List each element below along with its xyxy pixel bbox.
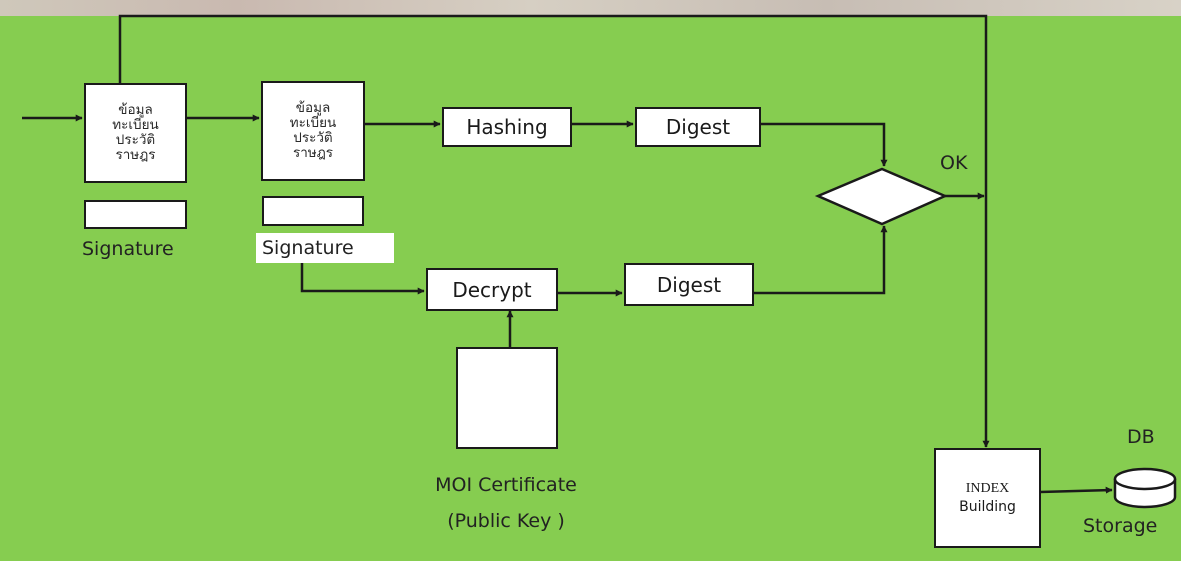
signature-label-1: Signature	[82, 238, 174, 260]
digest-box-bottom: Digest	[624, 263, 754, 306]
document-1-line-2: ทะเบียน	[112, 117, 159, 133]
ok-label: OK	[940, 152, 968, 174]
signature-box-2	[262, 196, 364, 226]
signature-label-2: Signature	[256, 233, 394, 263]
comparison-diamond	[814, 167, 949, 226]
moi-certificate-box	[456, 347, 558, 449]
hashing-box: Hashing	[442, 107, 572, 147]
moi-certificate-label: MOI Certificate	[435, 474, 577, 496]
index-label: INDEX	[965, 481, 1010, 496]
document-1-line-4: ราษฎร	[115, 147, 156, 163]
digest-label-bottom: Digest	[656, 272, 722, 297]
document-1-line-1: ข้อมูล	[118, 102, 153, 118]
document-1-line-3: ประวัติ	[115, 132, 156, 148]
digest-label-top: Digest	[665, 115, 731, 139]
storage-cylinder-icon	[1113, 467, 1177, 509]
digest-to-compare-arrow	[761, 122, 888, 167]
index-building-box: INDEX Building	[934, 448, 1041, 548]
hashing-label: Hashing	[466, 115, 548, 139]
top-photo-band	[0, 0, 1181, 16]
civil-registration-document-2: ข้อมูล ทะเบียน ประวัติ ราษฎร	[261, 81, 365, 181]
storage-label: Storage	[1083, 515, 1158, 537]
document-2-line-4: ราษฎร	[292, 145, 334, 161]
document-2-line-1: ข้อมูล	[295, 100, 331, 116]
decrypt-label: Decrypt	[452, 277, 532, 302]
db-label: DB	[1127, 426, 1155, 448]
signature-box-1	[84, 200, 187, 229]
civil-registration-document-1: ข้อมูล ทะเบียน ประวัติ ราษฎร	[84, 83, 187, 183]
index-to-storage-arrow	[1039, 486, 1113, 494]
signature-to-decrypt-arrow	[300, 262, 425, 295]
decrypt-box: Decrypt	[426, 268, 558, 311]
digest-box-top: Digest	[635, 107, 761, 147]
document-2-line-2: ทะเบียน	[289, 115, 337, 131]
building-label: Building	[959, 499, 1016, 515]
public-key-label: (Public Key )	[447, 510, 565, 532]
document-2-line-3: ประวัติ	[293, 130, 333, 146]
digest-to-compare-lower-arrow	[754, 225, 888, 295]
bypass-to-index-arrow	[118, 14, 990, 448]
